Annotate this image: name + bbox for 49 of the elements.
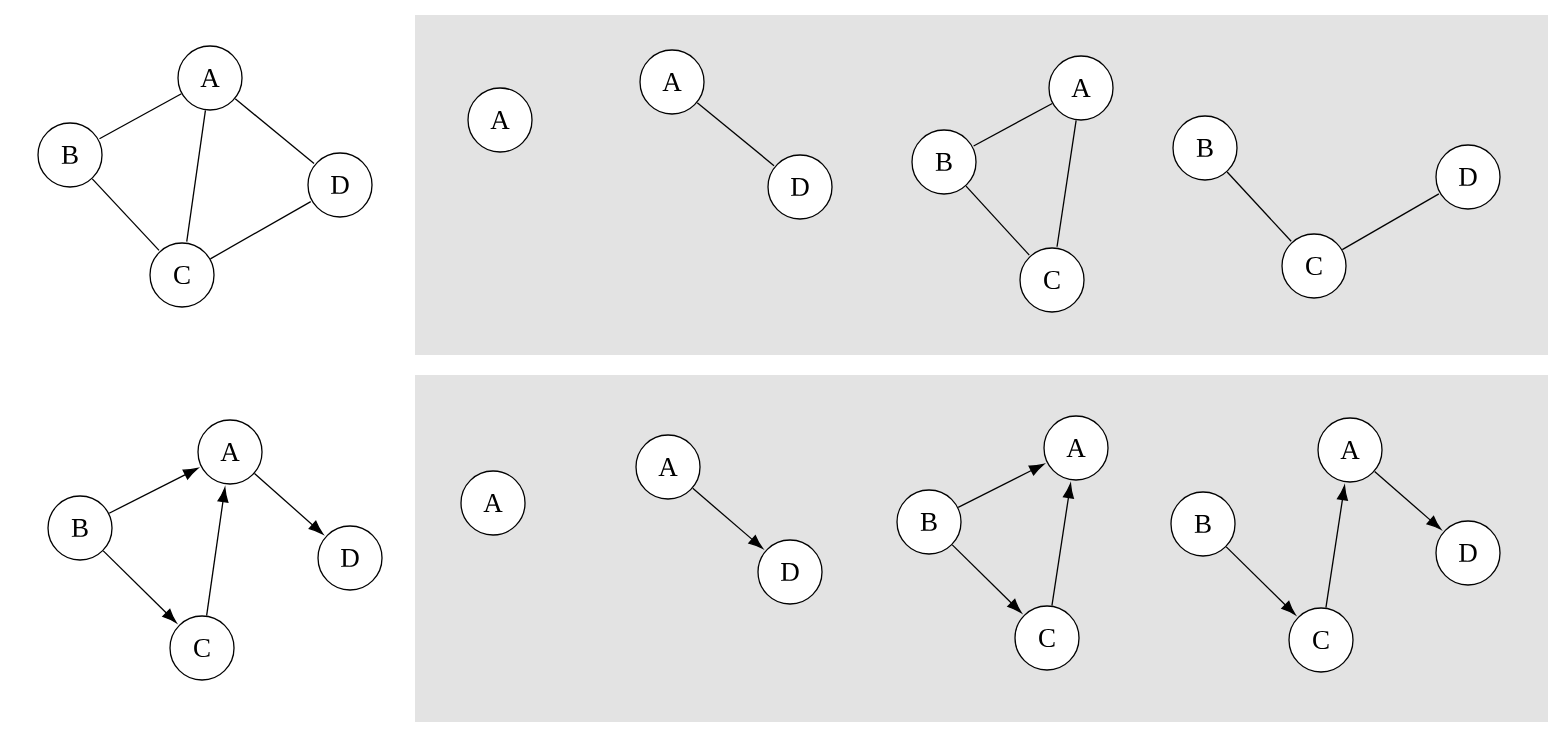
connecting-line xyxy=(234,98,315,165)
arrow xyxy=(1225,546,1296,616)
graph-vertex: A xyxy=(1048,55,1114,121)
arrow xyxy=(957,463,1045,508)
connecting-line xyxy=(1341,193,1440,251)
graph-vertex: C xyxy=(149,242,215,308)
graph-vertex: A xyxy=(177,45,243,111)
arrow xyxy=(1325,485,1348,609)
graph-vertex: A xyxy=(467,87,533,153)
arrow xyxy=(108,467,199,514)
graph-vertex: D xyxy=(317,525,383,591)
graph-vertex: D xyxy=(307,152,373,218)
graph-vertex: D xyxy=(767,154,833,220)
arrow xyxy=(951,544,1022,614)
graph-vertex: A xyxy=(1043,415,1109,481)
graph-vertex: D xyxy=(1435,520,1501,586)
arrow xyxy=(206,487,229,617)
graph-vertex: A xyxy=(460,470,526,536)
graph-vertex: B xyxy=(896,489,962,555)
connecting-line xyxy=(91,178,160,252)
graph-vertex: A xyxy=(635,434,701,500)
connecting-line xyxy=(972,102,1053,147)
arrow xyxy=(1051,483,1074,607)
graph-vertex: B xyxy=(1170,491,1236,557)
graph-vertex: B xyxy=(911,129,977,195)
arrow xyxy=(1373,470,1442,530)
connecting-line xyxy=(98,93,183,140)
connecting-line xyxy=(696,102,775,167)
connecting-line xyxy=(186,109,207,243)
connecting-line xyxy=(1226,171,1292,242)
graph-vertex: A xyxy=(639,49,705,115)
arrow xyxy=(253,472,324,535)
graph-vertex: B xyxy=(37,122,103,188)
graph-vertex: C xyxy=(1014,605,1080,671)
graph-vertex: C xyxy=(169,615,235,681)
graph-vertex: C xyxy=(1288,607,1354,673)
graph-vertex: B xyxy=(1172,115,1238,181)
connecting-line xyxy=(209,201,312,260)
graph-vertex: D xyxy=(1435,144,1501,210)
graph-vertex: C xyxy=(1281,233,1347,299)
graph-vertex: D xyxy=(757,539,823,605)
graph-vertex: B xyxy=(47,495,113,561)
arrow xyxy=(692,487,763,549)
graph-vertex: A xyxy=(197,419,263,485)
connecting-line xyxy=(1056,119,1077,248)
graph-vertex: A xyxy=(1317,417,1383,483)
arrow xyxy=(102,550,177,624)
graph-vertex: C xyxy=(1019,247,1085,313)
connecting-line xyxy=(965,185,1030,256)
